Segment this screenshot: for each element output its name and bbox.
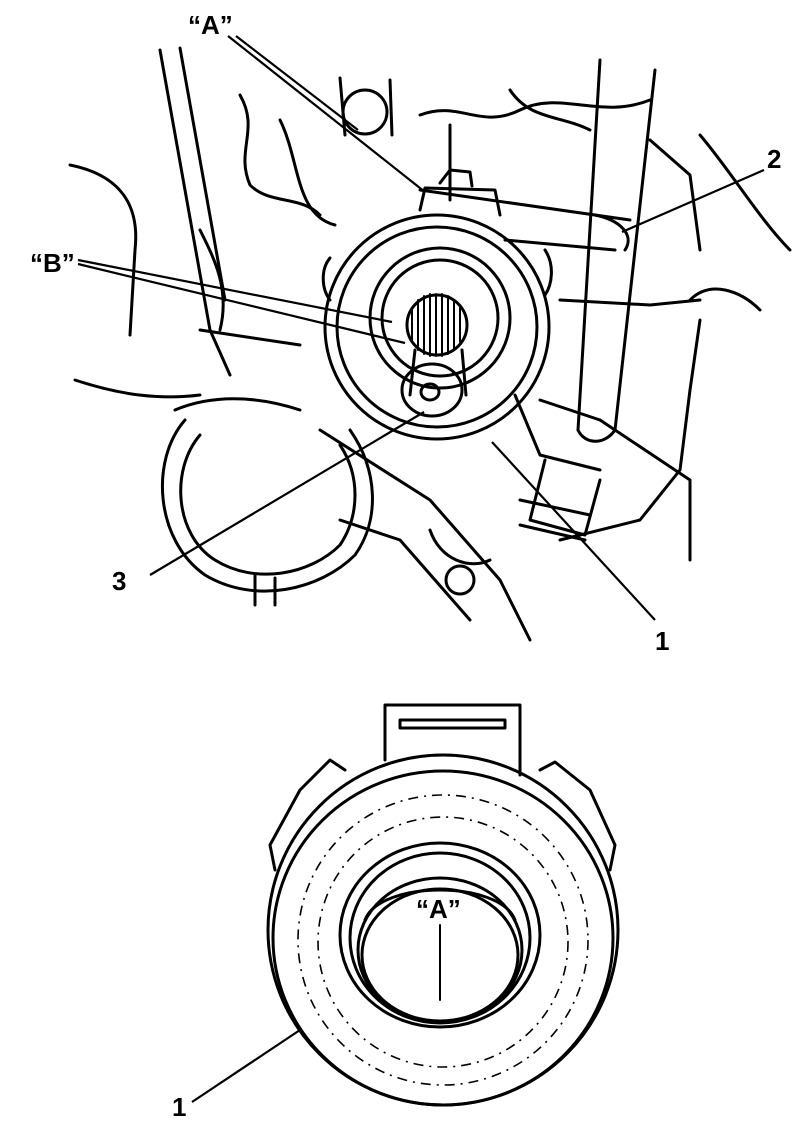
- leader-a-top-1: [227, 35, 426, 193]
- callout-a-bottom: “A”: [416, 894, 461, 924]
- top-leaders: [77, 35, 765, 621]
- leader-1-bottom: [191, 1029, 301, 1103]
- leader-b-2: [77, 258, 393, 324]
- callout-a-top: “A”: [188, 10, 233, 40]
- leader-3: [149, 411, 425, 576]
- callout-b: “B”: [30, 248, 75, 278]
- top-view-installed: “A” “B” 2 3 1: [30, 10, 792, 656]
- bearing-tab: [383, 703, 522, 777]
- bearing-inner-bore: [338, 841, 542, 1029]
- callout-2: 2: [767, 144, 781, 174]
- bottom-view-bearing: “A” 1: [172, 703, 620, 1122]
- input-shaft: [400, 293, 469, 418]
- callout-3: 3: [112, 566, 126, 596]
- leader-a-top-2: [235, 35, 359, 131]
- callout-1-bottom: 1: [172, 1092, 186, 1122]
- bearing-body: [266, 753, 620, 1107]
- bell-housing-bore: [160, 397, 374, 607]
- leader-b-1: [77, 262, 406, 345]
- release-fork: [418, 168, 632, 472]
- leader-1-top: [491, 441, 656, 621]
- callout-1-top: 1: [655, 626, 669, 656]
- release-bearing-installed: [321, 213, 553, 441]
- bearing-side-clips: [268, 758, 617, 872]
- transmission-case: [68, 46, 792, 642]
- leader-2: [621, 168, 765, 234]
- shift-rod: [518, 58, 657, 542]
